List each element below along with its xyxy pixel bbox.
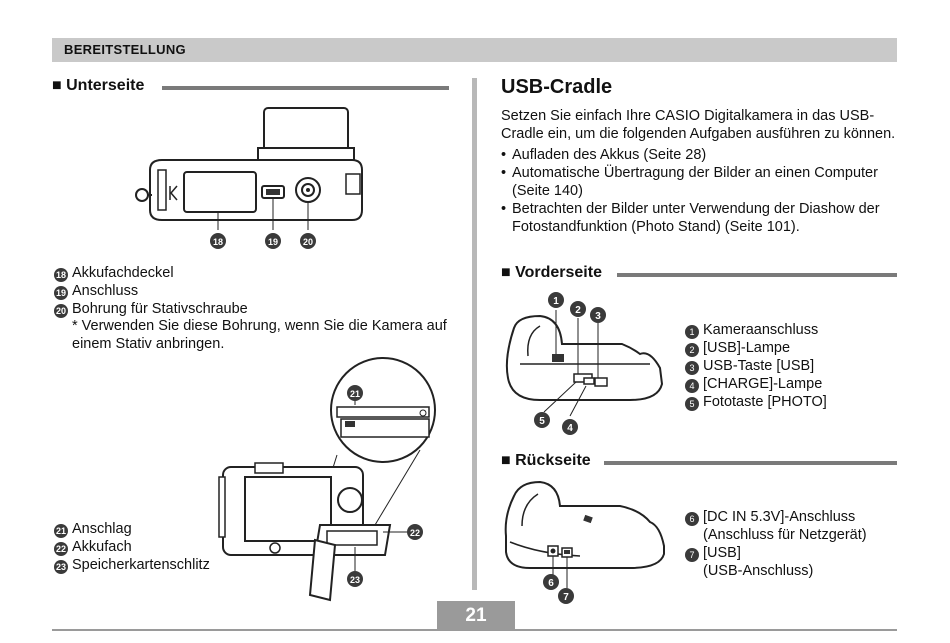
callout-7: 7 [558,588,574,604]
camera-battery-compartment-illustration: 21 22 23 [218,357,436,602]
callout-2: 2 [570,301,586,317]
square-bullet-icon: ■ [52,77,67,94]
svg-text:3: 3 [595,311,601,322]
footer-rule-right [515,629,897,631]
svg-text:23: 23 [350,575,360,585]
back-parts-list: 6[DC IN 5.3V]-Anschluss (Anschluss für N… [685,508,867,580]
list-item-sub: (USB-Anschluss) [703,563,814,579]
square-bullet-icon: ■ [501,452,516,469]
callout-6: 6 [543,574,559,590]
callout-20: 20 [300,233,316,249]
section-label: Rückseite [515,452,591,469]
svg-text:19: 19 [268,237,278,247]
list-item: 2[USB]-Lampe [685,339,827,357]
svg-text:5: 5 [539,416,545,427]
callout-4: 4 [562,419,578,435]
callout-23: 23 [347,571,363,587]
svg-text:1: 1 [553,296,559,307]
callout-18: 18 [210,233,226,249]
section-label: Vorderseite [515,264,602,281]
square-bullet-icon: ■ [501,264,516,281]
svg-text:6: 6 [548,578,554,589]
callout-19: 19 [265,233,281,249]
svg-text:18: 18 [213,237,223,247]
bullet-item: Automatische Übertragung der Bilder an e… [501,164,896,200]
list-item: 7[USB] [685,544,867,562]
bullet-item: Aufladen des Akkus (Seite 28) [501,146,896,164]
section-title-bottom: ■ Unterseite [52,77,449,99]
tripod-note: * Verwenden Sie diese Bohrung, wenn Sie … [72,318,447,352]
bullet-item: Betrachten der Bilder unter Verwendung d… [501,200,896,236]
callout-1: 1 [548,292,564,308]
cradle-back-illustration: 6 7 [504,480,665,604]
page-heading: USB-Cradle [501,76,613,98]
section-title-back: ■ Rückseite [501,452,897,474]
list-item: 6[DC IN 5.3V]-Anschluss [685,508,867,526]
svg-text:20: 20 [303,237,313,247]
svg-text:21: 21 [350,389,360,399]
footer-rule-left [52,629,437,631]
column-divider [472,78,477,590]
svg-text:4: 4 [567,423,573,434]
callout-22: 22 [407,524,423,540]
section-label: Unterseite [66,77,145,94]
intro-paragraph: Setzen Sie einfach Ihre CASIO Digitalkam… [501,108,896,142]
section-title-front: ■ Vorderseite [501,264,897,286]
svg-text:22: 22 [410,528,420,538]
page-number: 21 [465,605,487,626]
callout-3: 3 [590,307,606,323]
section-rule [604,461,897,465]
feature-bullets: Aufladen des Akkus (Seite 28) Automatisc… [501,146,896,236]
chapter-header: BEREITSTELLUNG [52,38,897,62]
svg-text:2: 2 [575,305,581,316]
cradle-front-illustration: 1 2 3 4 5 [505,292,664,435]
callout-21: 21 [347,385,363,401]
list-item-sub: (Anschluss für Netzgerät) [703,527,867,543]
chapter-title: BEREITSTELLUNG [64,42,186,57]
section-rule [162,86,449,90]
camera-bottom-illustration: 18 19 20 [135,107,363,249]
callout-5: 5 [534,412,550,428]
svg-text:7: 7 [563,592,569,603]
section-rule [617,273,897,277]
list-item: 4[CHARGE]-Lampe [685,375,827,393]
page-number-box: 21 [437,601,515,631]
